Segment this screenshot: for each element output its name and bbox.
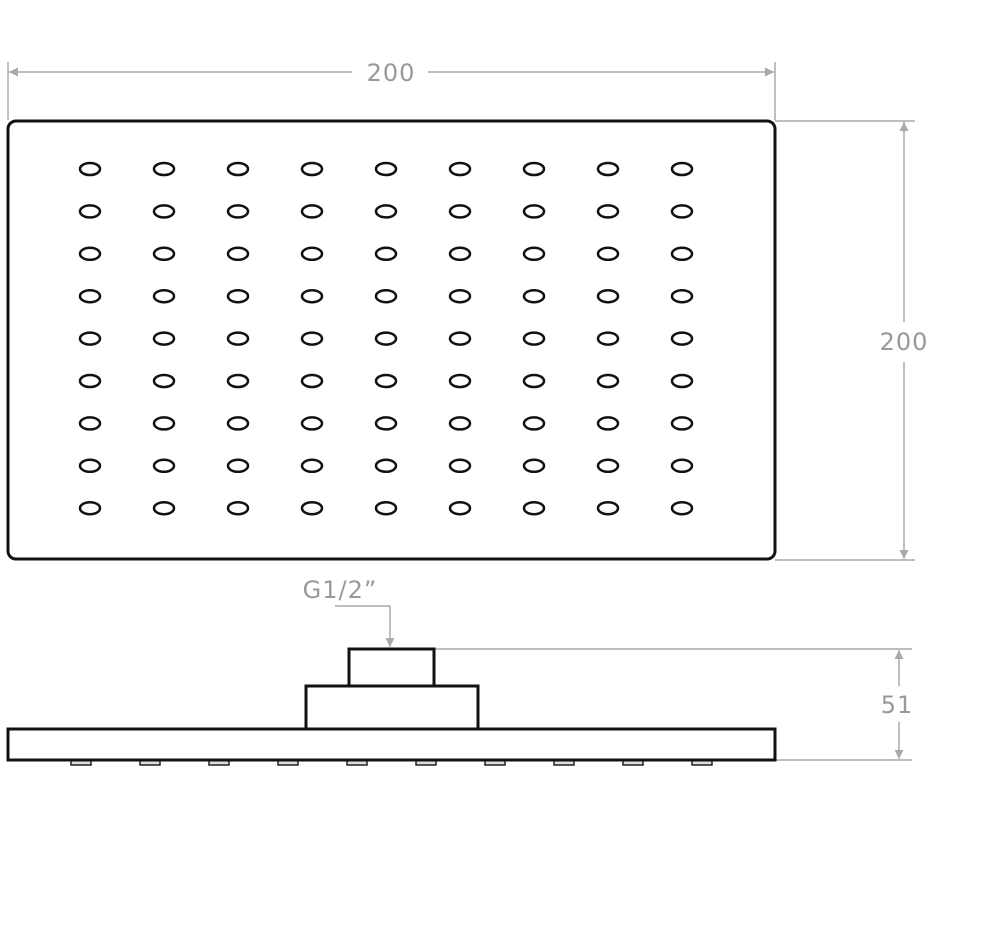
spray-hole [596,161,620,177]
spray-hole [226,416,250,431]
connection-label: G1/2” [303,576,378,604]
spray-hole [448,500,472,516]
spray-hole [152,161,176,177]
spray-hole [670,373,694,389]
spray-holes [78,161,694,516]
width-label: 200 [367,59,416,87]
side-view: G1/2” 51 [6,576,914,766]
spray-hole [670,416,694,431]
spray-hole [522,288,546,304]
spray-hole [448,161,472,177]
spray-hole [448,458,472,474]
spray-hole [448,331,472,346]
spray-hole [300,458,324,474]
spray-hole [152,373,176,389]
spray-hole [596,288,620,304]
spray-hole [670,288,694,304]
spray-hole [226,246,250,262]
spray-hole [374,288,398,304]
spray-hole [300,331,324,346]
nozzles [70,759,713,766]
height-dimension: 200 [775,120,929,561]
spray-hole [596,458,620,474]
width-dimension: 200 [7,59,776,120]
spray-hole [522,331,546,346]
spray-hole [596,204,620,219]
spray-hole [226,458,250,474]
spray-hole [374,331,398,346]
spray-hole [596,331,620,346]
spray-hole [152,204,176,219]
spray-hole [374,161,398,177]
spray-hole [596,373,620,389]
connection-leader [335,605,395,647]
threaded-connector [347,647,436,688]
spray-hole [152,288,176,304]
spray-hole [448,288,472,304]
spray-hole [226,331,250,346]
connector-base [304,684,480,731]
spray-hole [670,331,694,346]
spray-hole [374,500,398,516]
spray-hole [300,416,324,431]
spray-hole [152,331,176,346]
spray-hole [670,500,694,516]
spray-hole [596,416,620,431]
spray-hole [78,416,102,431]
spray-hole [448,373,472,389]
spray-hole [596,500,620,516]
spray-hole [522,500,546,516]
spray-hole [300,288,324,304]
spray-hole [78,246,102,262]
spray-hole [300,500,324,516]
spray-hole [78,500,102,516]
spray-hole [670,161,694,177]
spray-hole [226,373,250,389]
spray-hole [226,500,250,516]
spray-hole [78,288,102,304]
spray-hole [78,204,102,219]
spray-hole [374,416,398,431]
spray-hole [374,373,398,389]
spray-hole [522,204,546,219]
spray-hole [152,246,176,262]
spray-hole [522,416,546,431]
spray-hole [670,246,694,262]
spray-hole [522,373,546,389]
spray-hole [300,373,324,389]
spray-hole [300,161,324,177]
spray-hole [78,161,102,177]
spray-hole [448,416,472,431]
depth-label: 51 [881,691,914,719]
spray-hole [670,204,694,219]
height-label: 200 [880,328,929,356]
spray-hole [300,204,324,219]
spray-hole [300,246,324,262]
spray-hole [152,416,176,431]
spray-hole [522,246,546,262]
spray-hole [226,288,250,304]
plate-side-view [6,727,777,762]
spray-hole [226,204,250,219]
spray-hole [448,204,472,219]
spray-hole [522,161,546,177]
spray-hole [152,500,176,516]
spray-hole [78,458,102,474]
spray-hole [448,246,472,262]
spray-hole [670,458,694,474]
spray-hole [374,458,398,474]
spray-hole [226,161,250,177]
spray-hole [152,458,176,474]
spray-hole [374,204,398,219]
spray-hole [596,246,620,262]
spray-hole [78,373,102,389]
spray-hole [374,246,398,262]
spray-hole [522,458,546,474]
spray-hole [78,331,102,346]
